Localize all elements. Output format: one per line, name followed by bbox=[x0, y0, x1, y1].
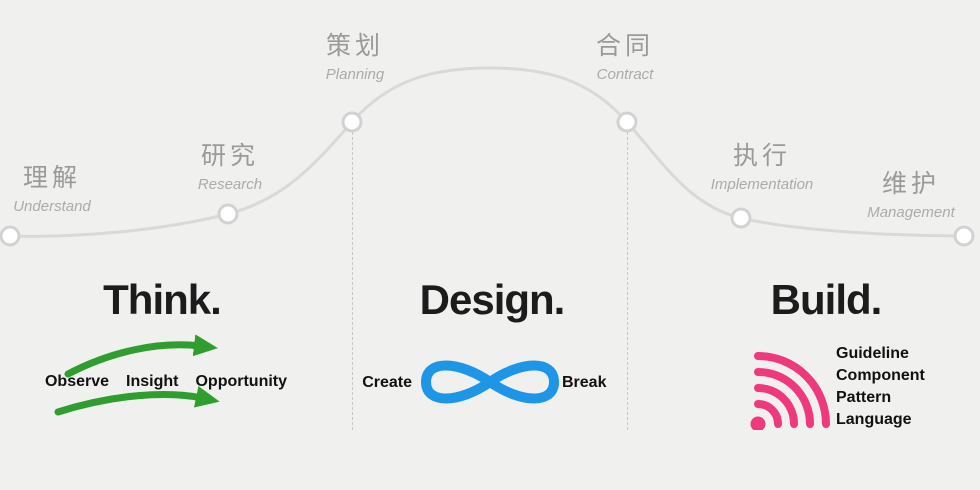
think-label-observe: Observe bbox=[44, 373, 110, 390]
infinity-path bbox=[420, 360, 560, 404]
phase-title-design: Design. bbox=[419, 276, 566, 323]
arc-dot bbox=[750, 416, 766, 430]
stage-zh-label: 执行 bbox=[732, 142, 791, 170]
stage-implementation: 执行 Implementation bbox=[695, 136, 829, 193]
stage-node-contract bbox=[616, 111, 638, 133]
infinity-icon bbox=[420, 360, 560, 404]
stage-en-label: Implementation bbox=[710, 176, 814, 193]
think-label-opportunity: Opportunity bbox=[195, 373, 288, 390]
build-label-guideline: Guideline bbox=[836, 345, 909, 362]
design-label-create: Create bbox=[362, 374, 412, 391]
stage-zh-label: 理解 bbox=[22, 164, 81, 192]
stage-en-label: Understand bbox=[13, 198, 91, 215]
think-labels: Observe Insight Opportunity bbox=[24, 373, 308, 391]
stage-node-research bbox=[217, 203, 239, 225]
stage-zh-label: 研究 bbox=[200, 142, 259, 170]
phase-title-think: Think. bbox=[103, 276, 222, 323]
build-labels: Guideline Component Pattern Language bbox=[836, 343, 925, 431]
stage-node-implementation bbox=[730, 207, 752, 229]
section-divider-right bbox=[627, 132, 628, 430]
stage-en-label: Planning bbox=[325, 66, 385, 83]
phase-title-build: Build. bbox=[770, 276, 883, 323]
arc-1 bbox=[754, 400, 782, 428]
process-curve bbox=[0, 66, 975, 247]
stage-management: 维护 Management bbox=[850, 164, 972, 221]
build-label-language: Language bbox=[836, 411, 912, 428]
think-label-insight: Insight bbox=[126, 373, 179, 390]
curved-arrow-bottom bbox=[54, 386, 220, 416]
section-divider-left bbox=[352, 132, 353, 430]
stage-node-management bbox=[953, 225, 975, 247]
stage-research: 研究 Research bbox=[176, 136, 284, 193]
build-label-component: Component bbox=[836, 367, 925, 384]
stage-planning: 策划 Planning bbox=[303, 26, 407, 83]
curved-arrows-icon bbox=[54, 334, 220, 416]
curved-arrow-top bbox=[64, 334, 218, 378]
stage-contract: 合同 Contract bbox=[573, 26, 677, 83]
stage-en-label: Contract bbox=[596, 66, 654, 83]
radiating-arcs-icon bbox=[750, 352, 830, 430]
design-label-break: Break bbox=[562, 374, 607, 391]
stage-en-label: Research bbox=[197, 176, 263, 193]
stage-zh-label: 合同 bbox=[595, 32, 654, 60]
stage-zh-label: 策划 bbox=[325, 32, 384, 60]
arc-4 bbox=[754, 352, 830, 428]
arc-3 bbox=[754, 368, 814, 428]
stage-en-label: Management bbox=[867, 204, 955, 221]
build-label-pattern: Pattern bbox=[836, 389, 892, 406]
stage-node-understand bbox=[0, 225, 21, 247]
stage-node-planning bbox=[341, 111, 363, 133]
arc-2 bbox=[754, 384, 798, 428]
stage-zh-label: 维护 bbox=[881, 170, 940, 198]
stage-understand: 理解 Understand bbox=[0, 158, 104, 215]
